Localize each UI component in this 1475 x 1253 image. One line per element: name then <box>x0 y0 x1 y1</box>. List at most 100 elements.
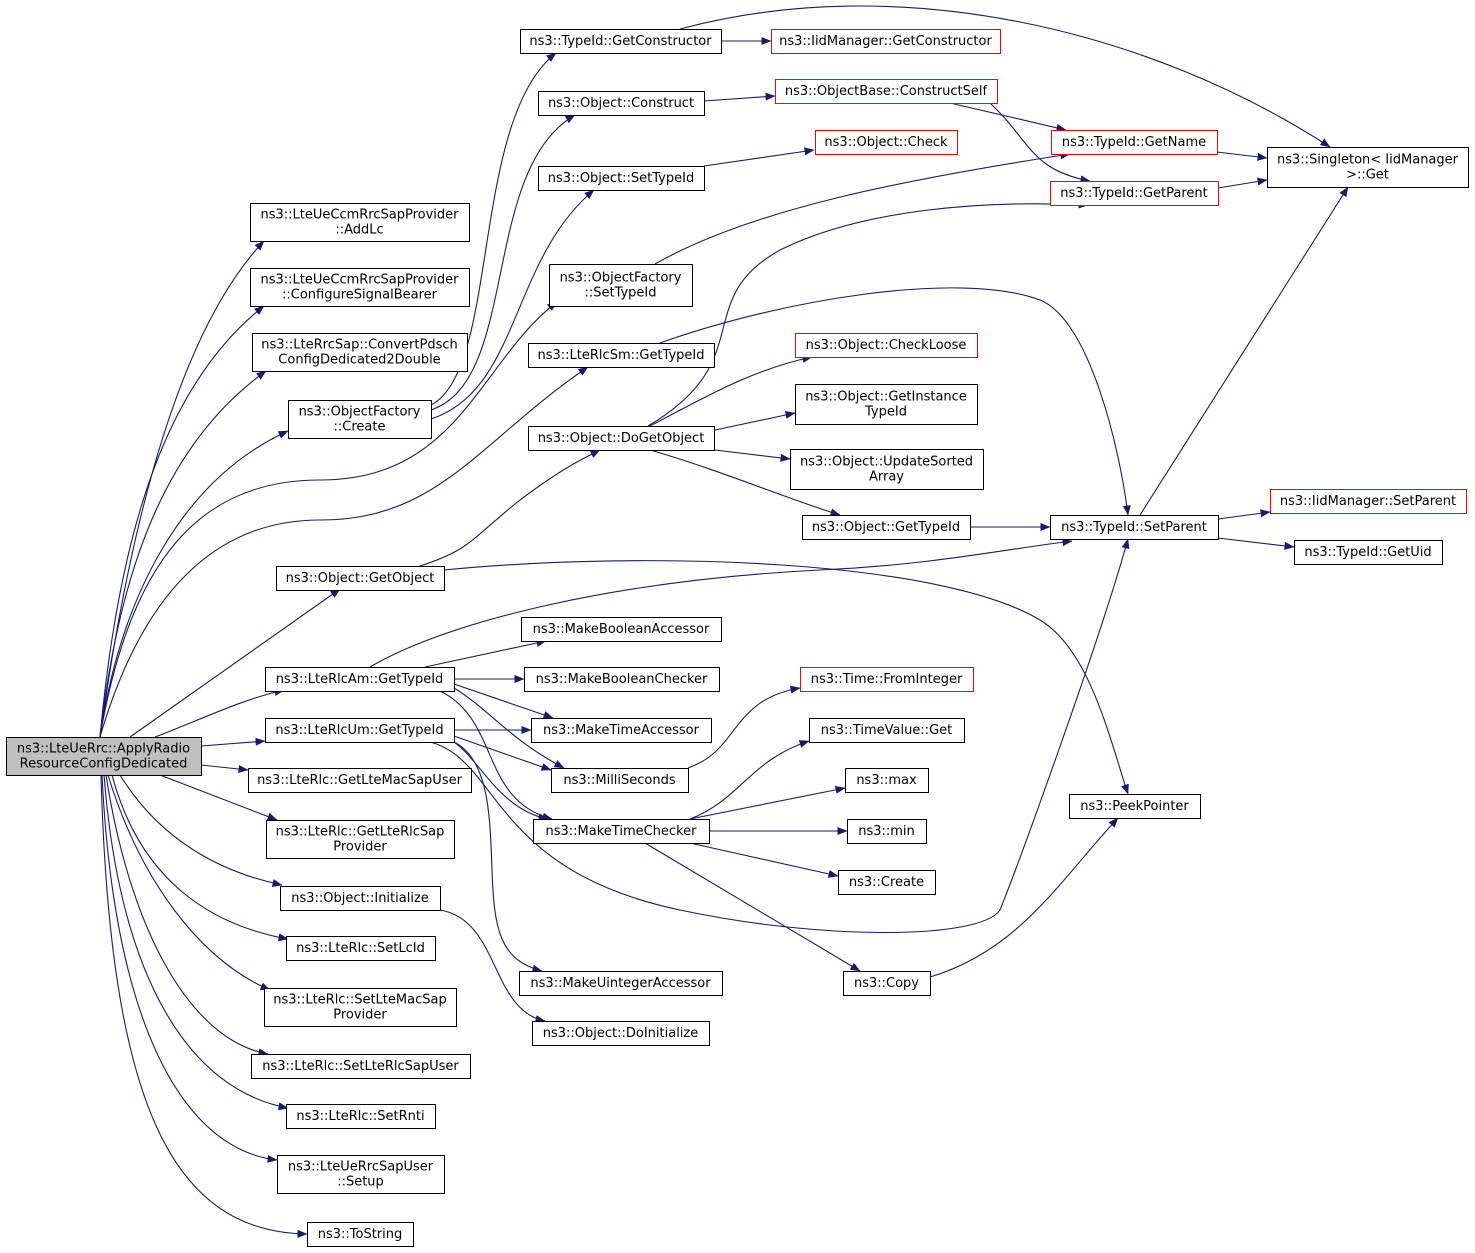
function-node-box <box>280 886 441 911</box>
function-node-n23[interactable]: ns3::MakeBooleanAccessor <box>521 617 722 642</box>
nodes: ns3::LteUeRrc::ApplyRadioResourceConfigD… <box>6 29 1469 1247</box>
function-node-n36[interactable]: ns3::Object::GetTypeId <box>802 515 971 540</box>
function-node-n40[interactable]: ns3::min <box>847 819 927 844</box>
function-node-n4[interactable]: ns3::ObjectFactory::Create <box>288 400 432 439</box>
call-edge-n7-to-n27 <box>453 741 549 822</box>
function-node-label: ns3::min <box>858 824 915 839</box>
call-edge-n6-to-n26 <box>453 687 565 769</box>
function-node-n38[interactable]: ns3::TimeValue::Get <box>809 718 965 743</box>
function-node-n25[interactable]: ns3::MakeTimeAccessor <box>531 718 712 743</box>
function-node-n33[interactable]: ns3::Object::CheckLoose <box>795 333 978 358</box>
function-node-box <box>266 820 455 859</box>
function-node-box <box>843 971 931 996</box>
function-node-n27[interactable]: ns3::MakeTimeChecker <box>533 819 710 844</box>
function-node-n6[interactable]: ns3::LteRlcAm::GetTypeId <box>265 667 455 692</box>
function-node-box <box>250 203 470 242</box>
call-edge-n31-to-n44 <box>989 102 1091 184</box>
function-node-n1[interactable]: ns3::LteUeCcmRrcSapProvider::AddLc <box>250 203 470 242</box>
function-node-label: ns3::LteRlcUm::GetTypeId <box>275 723 443 738</box>
function-node-n11[interactable]: ns3::LteRlc::SetLcId <box>286 936 436 961</box>
function-node-label: ::ConfigureSignalBearer <box>282 288 438 303</box>
function-node-box <box>1050 181 1219 206</box>
function-node-n14[interactable]: ns3::LteRlc::SetRnti <box>286 1104 436 1129</box>
function-node-n48[interactable]: ns3::IidManager::SetParent <box>1270 489 1467 514</box>
function-node-n42[interactable]: ns3::Copy <box>843 971 931 996</box>
function-node-n30[interactable]: ns3::IidManager::GetConstructor <box>771 29 1001 54</box>
call-edge-n27-to-n41 <box>689 842 839 878</box>
call-edge-n0-to-n12 <box>107 774 271 991</box>
function-node-box <box>520 29 722 54</box>
function-node-label: ResourceConfigDedicated <box>20 757 188 772</box>
function-node-label: ns3::TypeId::SetParent <box>1061 520 1207 535</box>
function-node-n32[interactable]: ns3::Object::Check <box>815 130 958 155</box>
function-node-n28[interactable]: ns3::MakeUintegerAccessor <box>519 971 723 996</box>
function-node-n3[interactable]: ns3::LteRrcSap::ConvertPdschConfigDedica… <box>252 333 468 372</box>
function-node-n22[interactable]: ns3::Object::DoGetObject <box>528 426 715 451</box>
function-node-box <box>251 1054 471 1079</box>
function-node-label: ns3::MakeUintegerAccessor <box>530 976 711 991</box>
function-node-label: ns3::TypeId::GetName <box>1062 135 1206 150</box>
function-node-n37[interactable]: ns3::Time::FromInteger <box>800 667 974 692</box>
call-edge-n0-to-n14 <box>103 774 289 1111</box>
call-edge-n0-to-n2 <box>99 305 265 738</box>
call-edge-n31-to-n43 <box>949 102 1067 132</box>
function-node-n45[interactable]: ns3::TypeId::SetParent <box>1050 515 1219 540</box>
function-node-label: ns3::Object::GetInstance <box>805 390 967 405</box>
call-edge-n21-to-n45 <box>659 287 1131 516</box>
function-node-n24[interactable]: ns3::MakeBooleanChecker <box>524 667 720 692</box>
function-node-label: ns3::TypeId::GetConstructor <box>529 34 712 49</box>
function-node-n21[interactable]: ns3::LteRlcSm::GetTypeId <box>528 343 715 368</box>
function-node-box <box>286 1104 436 1129</box>
function-node-n16[interactable]: ns3::ToString <box>307 1222 414 1247</box>
function-node-n13[interactable]: ns3::LteRlc::SetLteRlcSapUser <box>251 1054 471 1079</box>
function-node-box <box>265 718 455 743</box>
function-node-n18[interactable]: ns3::Object::Construct <box>538 91 705 116</box>
call-edge-n27-to-n42 <box>644 842 861 972</box>
call-edge-n0-to-n10 <box>119 774 283 887</box>
function-node-n41[interactable]: ns3::Create <box>838 870 936 895</box>
call-edge-n7-to-n26 <box>453 735 552 771</box>
call-edge-n5-to-n22 <box>419 449 601 567</box>
call-edge-n0-to-n9 <box>159 774 278 821</box>
call-edge-n44-to-n47 <box>1217 177 1268 189</box>
function-node-n15[interactable]: ns3::LteUeRrcSapUser::Setup <box>277 1155 445 1194</box>
function-node-label: ns3::LteUeCcmRrcSapProvider <box>260 208 459 223</box>
function-node-n2[interactable]: ns3::LteUeCcmRrcSapProvider::ConfigureSi… <box>250 268 470 307</box>
call-edge-n0-to-n5 <box>129 588 341 738</box>
function-node-n46[interactable]: ns3::PeekPointer <box>1069 794 1201 819</box>
function-node-n49[interactable]: ns3::TypeId::GetUid <box>1294 540 1443 565</box>
function-node-label: ns3::TypeId::GetUid <box>1304 545 1431 560</box>
function-node-n10[interactable]: ns3::Object::Initialize <box>280 886 441 911</box>
function-node-box <box>528 426 715 451</box>
function-node-box <box>771 29 1001 54</box>
function-node-n20[interactable]: ns3::ObjectFactory::SetTypeId <box>549 264 693 307</box>
call-edge-n45-to-n47 <box>1139 186 1349 516</box>
function-node-n5[interactable]: ns3::Object::GetObject <box>276 566 445 591</box>
function-node-box <box>288 400 432 439</box>
function-node-n7[interactable]: ns3::LteRlcUm::GetTypeId <box>265 718 455 743</box>
function-node-n47[interactable]: ns3::Singleton< IidManager >::Get <box>1267 147 1469 188</box>
function-node-box <box>795 333 978 358</box>
function-node-n39[interactable]: ns3::max <box>845 768 929 793</box>
function-node-label: ns3::Create <box>849 875 924 890</box>
function-node-label: ::Create <box>334 420 386 435</box>
function-node-label: ns3::IidManager::SetParent <box>1280 494 1456 509</box>
function-node-label: ns3::MilliSeconds <box>563 773 676 788</box>
function-node-n44[interactable]: ns3::TypeId::GetParent <box>1050 181 1219 206</box>
function-node-label: ns3::LteRlc::SetRnti <box>296 1109 424 1124</box>
function-node-n31[interactable]: ns3::ObjectBase::ConstructSelf <box>775 79 998 104</box>
function-node-n19[interactable]: ns3::Object::SetTypeId <box>538 166 705 191</box>
function-node-n43[interactable]: ns3::TypeId::GetName <box>1051 130 1218 155</box>
function-node-n29[interactable]: ns3::Object::DoInitialize <box>532 1021 710 1046</box>
function-node-n26[interactable]: ns3::MilliSeconds <box>551 768 689 793</box>
call-edge-n0-to-n16 <box>100 774 308 1238</box>
function-node-n17[interactable]: ns3::TypeId::GetConstructor <box>520 29 722 54</box>
function-node-n8[interactable]: ns3::LteRlc::GetLteMacSapUser <box>248 768 472 793</box>
function-node-box <box>790 449 984 490</box>
function-node-box <box>533 819 710 844</box>
function-node-box <box>521 617 722 642</box>
